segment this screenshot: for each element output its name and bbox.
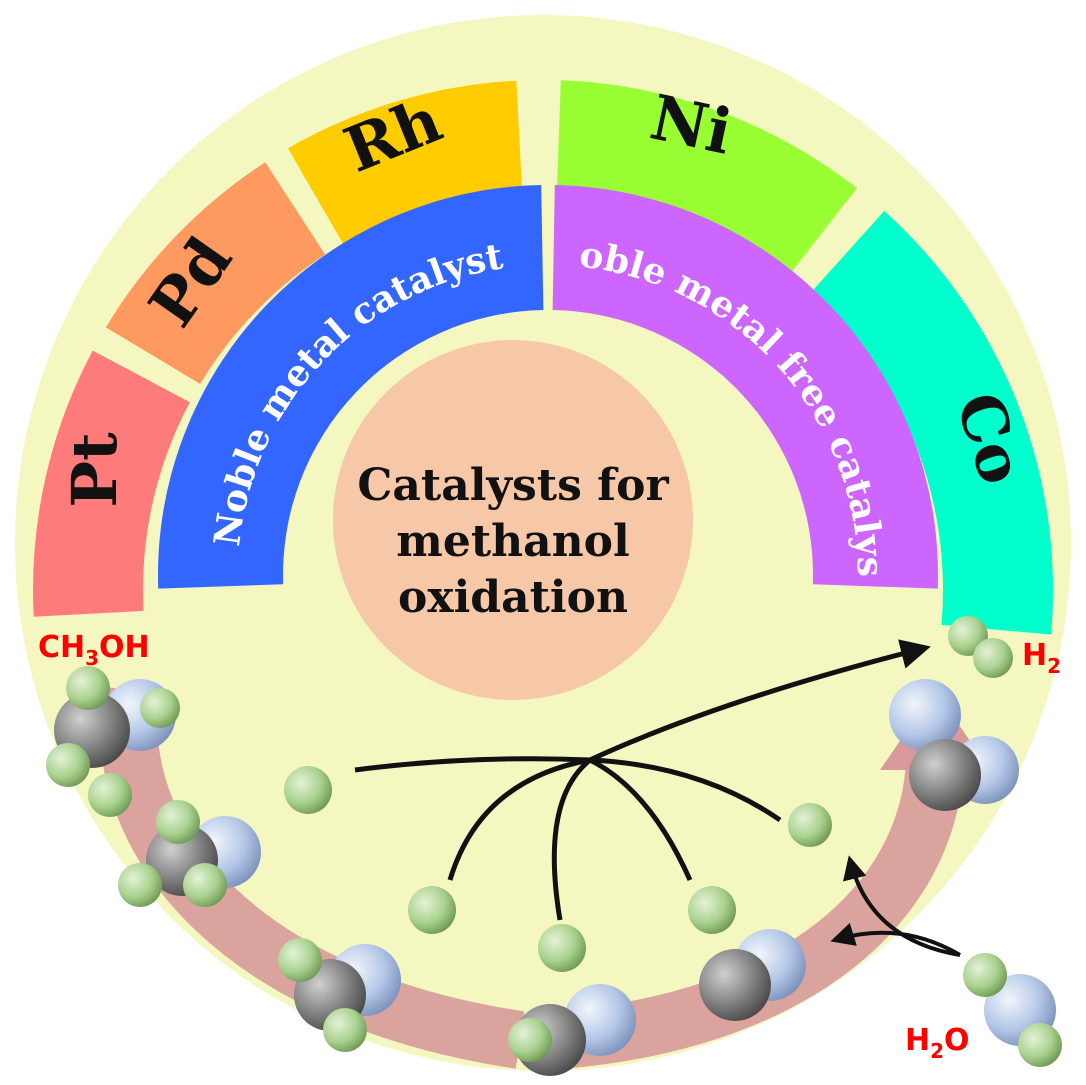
hydrogen-atom (46, 743, 90, 787)
hydrogen-atom (508, 1018, 552, 1062)
segment-label-pt: Pt (58, 432, 131, 508)
hydrogen-atom (963, 953, 1007, 997)
hydrogen-atom (156, 800, 200, 844)
hydrogen-label: H2 (1022, 638, 1061, 678)
center-circle (333, 340, 693, 700)
segment-pt (32, 350, 190, 617)
methanol-label: CH3OH (38, 630, 150, 670)
center-title-line-3: oxidation (398, 572, 628, 623)
hydrogen-atom (408, 886, 456, 934)
segment-co (810, 210, 1053, 635)
hydrogen-atom (140, 688, 180, 728)
hydrogen-atom (278, 938, 322, 982)
hydrogen-atom (323, 1008, 367, 1052)
center-title-line-2: methanol (396, 516, 629, 567)
hydrogen-atom (183, 863, 227, 907)
segment-rh (288, 80, 523, 244)
hydrogen-atom (973, 638, 1013, 678)
water-label: H2O (905, 1023, 970, 1063)
hydrogen-atom (688, 886, 736, 934)
band-noble-metal (158, 185, 544, 589)
segment-pd (105, 162, 326, 384)
center-title-line-1: Catalysts for (357, 460, 669, 511)
hydrogen-atom (538, 924, 586, 972)
reaction-lines (354, 639, 962, 957)
hydrogen-atom (88, 773, 132, 817)
carbon-atom (699, 949, 771, 1021)
hydrogen-atom (788, 803, 832, 847)
hydrogen-atom (66, 666, 110, 710)
hydrogen-atom (1018, 1023, 1062, 1067)
segment-label-ni: Ni (644, 81, 738, 169)
carbon-atom (909, 739, 981, 811)
band-noble-metal-free (552, 185, 939, 589)
oxygen-atom (889, 679, 961, 751)
hydrogen-atom (284, 766, 332, 814)
flow-arrow-left (99, 686, 525, 1069)
hydrogen-atom (118, 863, 162, 907)
segment-ni (556, 80, 857, 275)
